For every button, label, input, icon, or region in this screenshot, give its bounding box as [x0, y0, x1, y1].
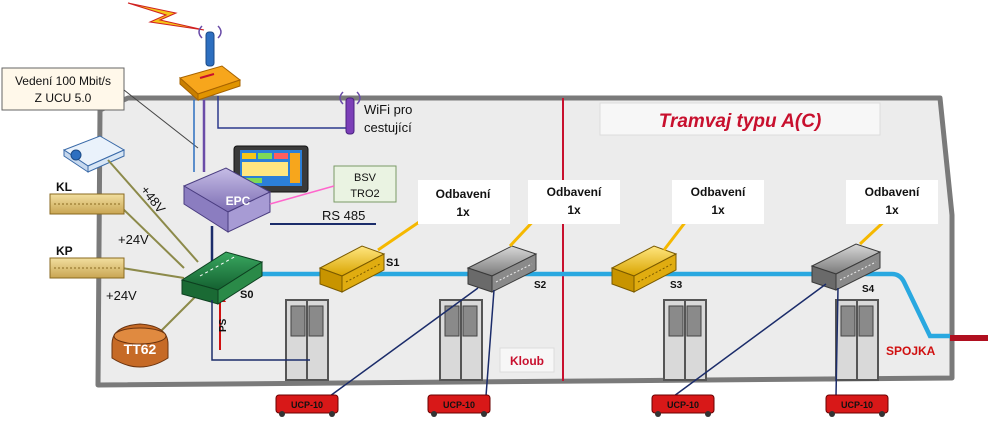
- equipment-box-2: Odbavení 1x: [528, 180, 620, 224]
- ucp-4-label: UCP-10: [841, 400, 873, 410]
- bsv-line2: TRO2: [350, 188, 379, 200]
- tram-body: [95, 95, 955, 388]
- ucp-2-label: UCP-10: [443, 400, 475, 410]
- door-3: [663, 299, 707, 381]
- coupler-label: SPOJKA: [886, 344, 936, 358]
- equipment-box-4: Odbavení 1x: [846, 180, 938, 224]
- power-wire-kp: [121, 267, 185, 279]
- rs485-label: RS 485: [322, 208, 365, 223]
- s4-door-wires: [673, 283, 839, 397]
- equipment-box-1: Odbavení 1x: [418, 180, 510, 224]
- ps-label: PS: [218, 318, 229, 332]
- power-wire-tt62: [157, 295, 197, 335]
- router-wifi-link: [217, 96, 348, 129]
- equipment-2-line2: 1x: [567, 203, 581, 217]
- s2-label: S2: [534, 280, 547, 291]
- switch-s0: S0: [180, 251, 264, 305]
- kl-label: KL: [56, 180, 72, 194]
- power-wire-kl: [119, 205, 185, 269]
- joint-label: Kloub: [510, 354, 544, 368]
- s1-label: S1: [386, 257, 399, 269]
- voltage-24v-b: +24V: [106, 288, 137, 303]
- kp-device: KP: [49, 244, 125, 279]
- s0-door1-wire: [211, 300, 310, 361]
- driver-display-icon: [233, 145, 309, 193]
- router-icon: [178, 65, 242, 102]
- wifi-label-line2: cestující: [364, 120, 412, 135]
- router-antenna-icon: [198, 25, 222, 67]
- uplink-callout: Vedení 100 Mbit/s Z UCU 5.0: [1, 67, 199, 149]
- title-banner: [599, 102, 881, 136]
- ucp-board-4: UCP-10: [825, 394, 889, 417]
- s0-label: S0: [240, 289, 253, 301]
- door-4: [835, 299, 879, 381]
- bsv-box: BSV TRO2: [333, 165, 397, 203]
- bsv-line1: BSV: [354, 172, 377, 184]
- power-wire-48v: [107, 159, 199, 263]
- ucp-board-1: UCP-10: [275, 394, 339, 417]
- wifi-label-line1: WiFi pro: [364, 102, 412, 117]
- equipment-4-line1: Odbavení: [865, 185, 920, 199]
- equipment-3-line2: 1x: [711, 203, 725, 217]
- kl-device: KL: [49, 180, 125, 215]
- projector-icon: [62, 135, 126, 173]
- epc-unit: EPC: [182, 167, 272, 233]
- callout-line1: Vedení 100 Mbit/s: [15, 74, 111, 88]
- equipment-1-line1: Odbavení: [436, 187, 491, 201]
- door-2: [439, 299, 483, 381]
- switch-s3: S3: [610, 245, 683, 293]
- wifi-antenna-icon: [339, 91, 361, 135]
- ucp-3-label: UCP-10: [667, 400, 699, 410]
- switch-s1: S1: [318, 245, 399, 293]
- equipment-box-3: Odbavení 1x: [672, 180, 764, 224]
- ucp-board-2: UCP-10: [427, 394, 491, 417]
- switch-s2: S2: [466, 245, 547, 293]
- equipment-2-line1: Odbavení: [547, 185, 602, 199]
- epc-label: EPC: [226, 194, 251, 208]
- s4-label: S4: [862, 284, 875, 295]
- ethernet-backbone: [250, 271, 950, 339]
- callout-line2: Z UCU 5.0: [35, 91, 92, 105]
- s3-label: S3: [670, 280, 683, 291]
- joint-label-box: Kloub: [499, 347, 555, 373]
- equipment-1-line2: 1x: [456, 205, 470, 219]
- equipment-3-line1: Odbavení: [691, 185, 746, 199]
- switch-s4: S4: [810, 243, 882, 295]
- ucp-1-label: UCP-10: [291, 400, 323, 410]
- equipment-4-line2: 1x: [885, 203, 899, 217]
- kp-label: KP: [56, 244, 73, 258]
- s2-door-wires: [329, 287, 495, 397]
- tt62-device: TT62: [111, 323, 169, 368]
- voltage-24v-a: +24V: [118, 232, 149, 247]
- tram-title: Tramvaj typu A(C): [659, 111, 822, 132]
- door-1: [285, 299, 329, 381]
- epc-bsv-link: [269, 185, 335, 205]
- lightning-icon: [127, 2, 205, 31]
- ucp-board-3: UCP-10: [651, 394, 715, 417]
- tt62-label: TT62: [124, 341, 157, 357]
